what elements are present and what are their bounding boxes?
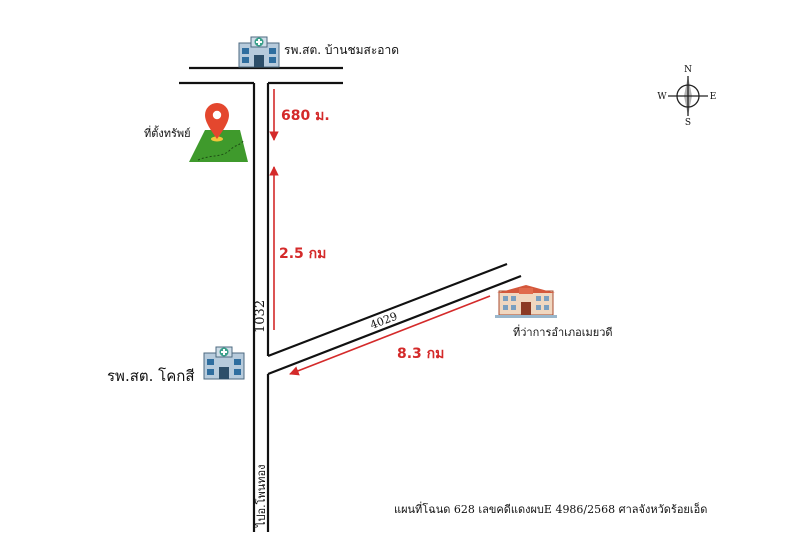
location-pin-icon bbox=[205, 103, 229, 139]
label-property: ที่ตั้งทรัพย์ bbox=[144, 125, 191, 140]
label-distance-branch: 8.3 กม bbox=[397, 346, 444, 362]
label-district-office: ที่ว่าการอำเภอเมยวดี bbox=[513, 324, 613, 339]
footer-caption: แผนที่โฉนด 628 เลขคดีแดงผบE 4986/2568 ศา… bbox=[394, 501, 707, 516]
branch-road-lower-edge bbox=[267, 274, 522, 376]
clinic-building-icon bbox=[203, 346, 245, 380]
label-distance-south: 2.5 กม bbox=[279, 246, 326, 262]
compass-w: W bbox=[657, 92, 667, 102]
distance-arrows bbox=[269, 89, 491, 376]
property-marker bbox=[189, 103, 248, 162]
label-distance-north: 680 ม. bbox=[281, 108, 330, 124]
label-bottom-road: ไปอ.โพนทอง bbox=[254, 464, 268, 528]
grass-plot-icon bbox=[189, 130, 248, 162]
arrow-branch bbox=[289, 295, 491, 376]
government-office-icon bbox=[495, 285, 557, 318]
label-left-clinic: รพ.สต. โคกสี bbox=[107, 367, 194, 385]
branch-road-upper-edge bbox=[267, 262, 508, 358]
clinic-building-icon bbox=[238, 36, 280, 68]
label-top-clinic: รพ.สต. บ้านชมสะอาด bbox=[284, 43, 399, 57]
roads bbox=[179, 66, 522, 532]
compass-n: N bbox=[684, 65, 692, 75]
label-road-1032: 1032 bbox=[253, 300, 268, 333]
compass-rose-icon bbox=[668, 76, 708, 116]
compass-s: S bbox=[685, 118, 691, 128]
compass-e: E bbox=[710, 92, 717, 102]
